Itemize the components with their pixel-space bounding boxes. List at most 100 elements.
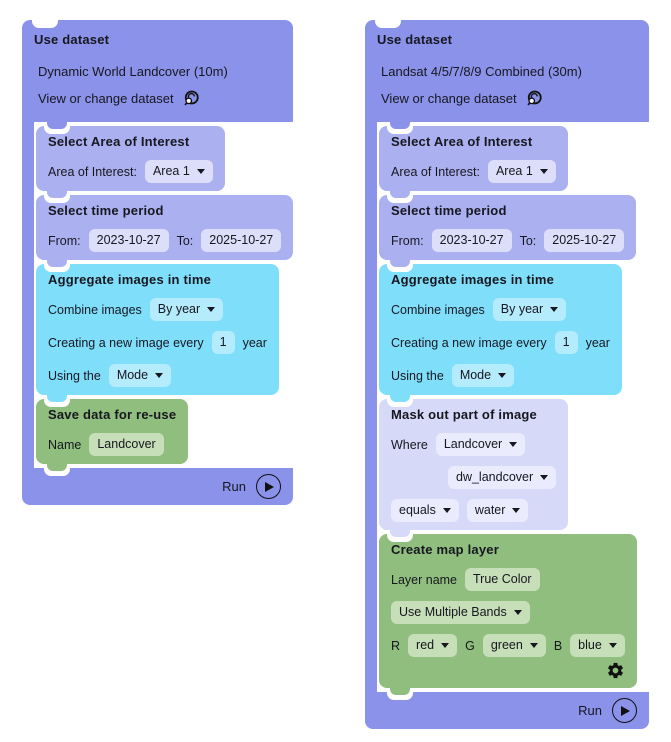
block-tab [390,527,410,537]
reducer-dropdown[interactable]: Mode [451,364,515,387]
from-date-value: 2023-10-27 [96,233,161,247]
block-notch [44,399,70,407]
right-block-stack: Use dataset Landsat 4/5/7/8/9 Combined (… [365,20,649,729]
run-button[interactable] [256,474,281,499]
run-label: Run [222,479,246,494]
to-date-value: 2025-10-27 [209,233,274,247]
interval-unit: year [585,335,610,350]
block-title: Use dataset [377,32,453,47]
aoi-value: Area 1 [495,164,533,178]
combine-dropdown[interactable]: By year [149,298,224,321]
block-tab [390,392,410,402]
interval-label: Creating a new image every [48,335,204,350]
use-dataset-block[interactable]: Use dataset Dynamic World Landcover (10m… [22,20,293,129]
aoi-label: Area of Interest: [391,164,480,179]
mask-class-dropdown[interactable]: water [466,499,529,522]
mask-layer-dropdown[interactable]: Landcover [435,433,526,456]
chevron-down-icon [550,307,559,312]
aoi-dropdown[interactable]: Area 1 [144,160,213,183]
from-date-input[interactable]: 2023-10-27 [431,229,512,252]
b-band-dropdown[interactable]: blue [570,634,625,657]
reducer-dropdown[interactable]: Mode [108,364,172,387]
block-title: Select Area of Interest [48,134,190,149]
select-area-of-interest-block[interactable]: Select Area of Interest Area of Interest… [379,126,568,198]
chevron-down-icon [540,475,549,480]
gear-icon[interactable] [606,661,625,680]
chevron-down-icon [441,643,450,648]
g-band-dropdown[interactable]: green [482,634,546,657]
from-date-input[interactable]: 2023-10-27 [88,229,169,252]
mask-operator-value: equals [399,503,436,517]
combine-value: By year [500,302,544,316]
to-date-input[interactable]: 2025-10-27 [544,229,625,252]
r-label: R [391,638,401,653]
globe-search-icon[interactable] [525,90,543,108]
mask-operator-dropdown[interactable]: equals [391,499,459,522]
left-block-stack: Use dataset Dynamic World Landcover (10m… [22,20,294,505]
reducer-label: Using the [48,368,101,383]
aggregate-images-block[interactable]: Aggregate images in time Combine images … [379,264,622,402]
container-left-spine [365,122,377,692]
chevron-down-icon [207,307,216,312]
run-row: Run [22,468,293,505]
combine-label: Combine images [48,302,142,317]
block-title: Aggregate images in time [391,272,555,287]
layer-name-value: True Color [473,572,532,586]
view-change-dataset-link[interactable]: View or change dataset [381,91,517,106]
block-tab [47,119,67,129]
chevron-down-icon [608,643,617,648]
save-name-input[interactable]: Landcover [89,433,164,456]
reducer-value: Mode [116,368,149,382]
block-tab [47,461,67,471]
bands-mode-dropdown[interactable]: Use Multiple Bands [391,601,530,624]
block-notch [44,468,70,476]
run-label: Run [578,703,602,718]
reducer-value: Mode [459,368,492,382]
use-dataset-block[interactable]: Use dataset Landsat 4/5/7/8/9 Combined (… [365,20,649,129]
combine-dropdown[interactable]: By year [492,298,567,321]
interval-value: 1 [562,335,570,349]
block-notch [387,264,413,272]
chevron-down-icon [498,373,507,378]
interval-input[interactable]: 1 [554,331,578,354]
to-label: To: [519,233,537,248]
block-notch [387,195,413,203]
interval-value: 1 [219,335,227,349]
block-notch [44,264,70,272]
combine-label: Combine images [391,302,485,317]
interval-input[interactable]: 1 [211,331,235,354]
block-title: Select time period [391,203,507,218]
mask-band-dropdown[interactable]: dw_landcover [448,466,557,489]
view-change-dataset-link[interactable]: View or change dataset [38,91,174,106]
b-label: B [553,638,563,653]
dataset-name: Landsat 4/5/7/8/9 Combined (30m) [381,64,582,79]
create-map-layer-block[interactable]: Create map layer Layer name True Color U… [379,534,637,695]
mask-layer-value: Landcover [443,437,503,451]
save-name-label: Name [48,437,82,452]
select-time-period-block[interactable]: Select time period From: 2023-10-27 To: … [36,195,294,267]
select-time-period-block[interactable]: Select time period From: 2023-10-27 To: … [379,195,637,267]
block-tab [47,188,67,198]
block-notch [32,20,58,28]
to-date-input[interactable]: 2025-10-27 [201,229,282,252]
layer-name-input[interactable]: True Color [465,568,540,591]
globe-search-icon[interactable] [182,90,200,108]
chevron-down-icon [155,373,164,378]
save-data-block[interactable]: Save data for re-use Name Landcover [36,399,189,471]
chevron-down-icon [539,169,548,174]
g-label: G [465,638,475,653]
select-area-of-interest-block[interactable]: Select Area of Interest Area of Interest… [36,126,225,198]
aoi-dropdown[interactable]: Area 1 [487,160,556,183]
chevron-down-icon [512,508,521,513]
run-button[interactable] [612,698,637,723]
block-tab [390,685,410,695]
aoi-label: Area of Interest: [48,164,137,179]
r-band-dropdown[interactable]: red [408,634,458,657]
chevron-down-icon [529,643,538,648]
block-title: Select time period [48,203,164,218]
aoi-value: Area 1 [152,164,190,178]
mask-out-block[interactable]: Mask out part of image Where Landcover d… [379,399,569,537]
container-left-spine [22,122,34,468]
aggregate-images-block[interactable]: Aggregate images in time Combine images … [36,264,279,402]
layer-name-label: Layer name [391,572,458,587]
